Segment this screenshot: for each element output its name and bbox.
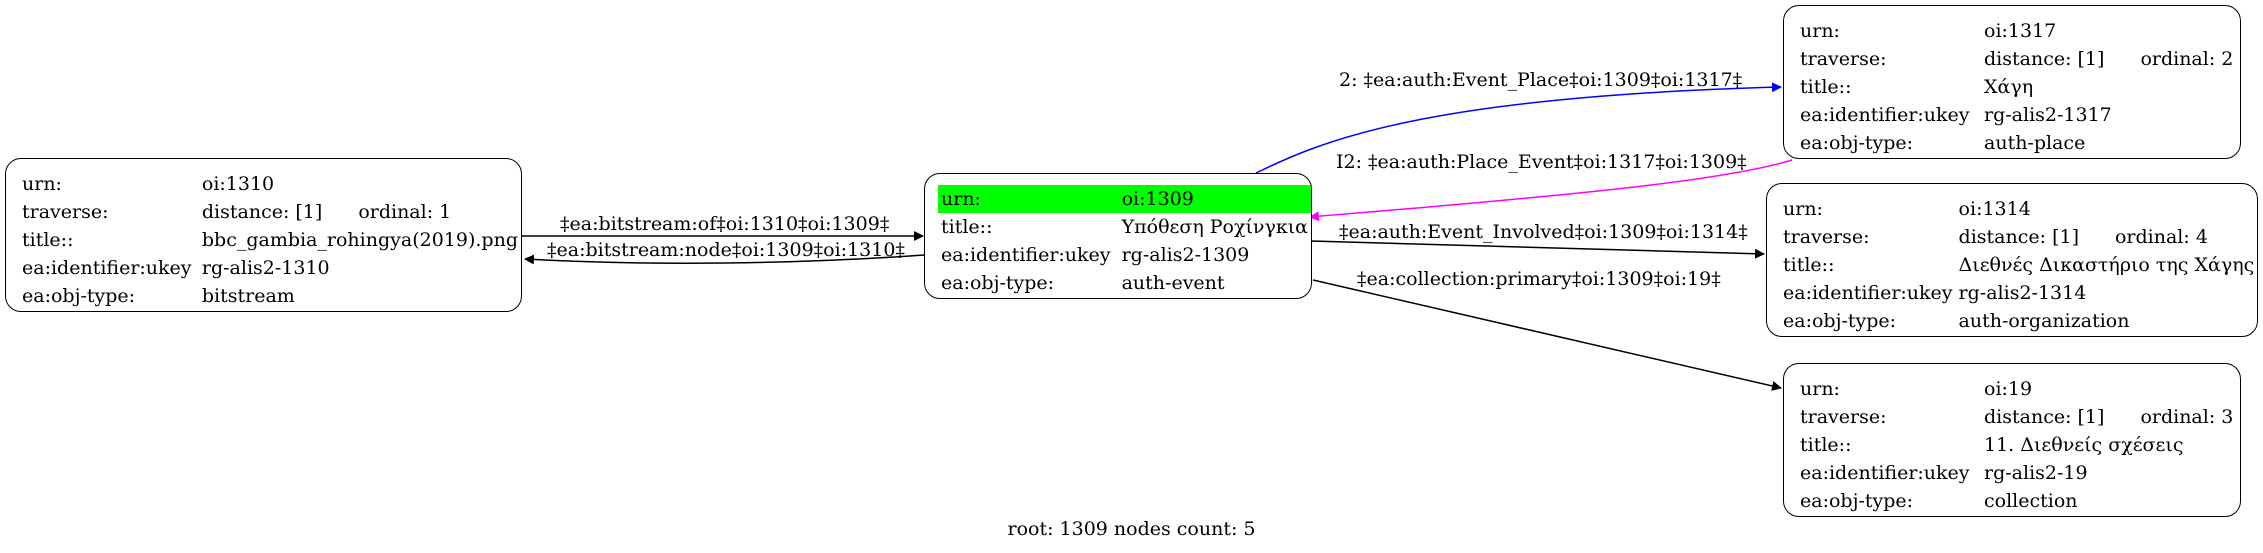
node-value: Χάγη: [1984, 76, 2034, 98]
node-oi-1317: urn: oi:1317 traverse: distance: [1] ordina…: [1783, 5, 2241, 159]
edge-place-event: [1309, 159, 1793, 222]
graph-footer: root: 1309 nodes count: 5: [1007, 518, 1256, 540]
traverse-ordinal: ordinal: 3: [2140, 406, 2234, 428]
node-value: Διεθνές Δικαστήριο της Χάγης: [1958, 254, 2255, 276]
node-value: rg-alis2-1309: [1121, 244, 1250, 266]
node-value: bbc_gambia_rohingya(2019).png: [201, 229, 518, 251]
traverse-distance: distance: [1]: [1984, 406, 2105, 428]
node-key: traverse:: [1783, 226, 1870, 248]
node-key: ea:obj-type:: [1783, 310, 1897, 332]
node-value: Υπόθεση Ροχίνγκια: [1121, 216, 1308, 238]
node-value: distance: [1] ordinal: 1: [199, 198, 521, 226]
node-value: distance: [1] ordinal: 2: [1981, 45, 2236, 73]
node-oi-1314: urn: oi:1314 traverse: distance: [1] ordina…: [1766, 183, 2258, 337]
edge-bitstream-node: [524, 254, 925, 265]
traverse-distance: distance: [1]: [201, 201, 323, 223]
traverse-distance: distance: [1]: [1984, 48, 2105, 70]
node-key: ea:obj-type:: [1800, 490, 1914, 512]
node-key: urn:: [1800, 378, 1840, 400]
node-key: urn:: [22, 173, 62, 195]
node-key: ea:obj-type:: [941, 272, 1055, 294]
node-value: distance: [1] ordinal: 4: [1956, 223, 2258, 251]
node-value: oi:1310: [201, 173, 275, 195]
node-value: rg-alis2-19: [1984, 462, 2088, 484]
node-key: title::: [1783, 254, 1835, 276]
node-key: urn:: [1800, 20, 1840, 42]
edge-event-place: [1255, 82, 1782, 174]
traverse-ordinal: ordinal: 2: [2140, 48, 2234, 70]
node-key: traverse:: [22, 201, 109, 223]
node-value: oi:19: [1984, 378, 2033, 400]
node-key: title::: [941, 216, 993, 238]
node-oi-1309-root: urn:oi:1309 title::Υπόθεση Ροχίνγκια ea:…: [924, 173, 1312, 299]
node-key: title::: [22, 229, 74, 251]
node-key: traverse:: [1800, 406, 1887, 428]
node-key: ea:identifier:ukey: [1800, 462, 1970, 484]
node-oi-19: urn: oi:19 traverse: distance: [1] ordinal:…: [1783, 363, 2241, 517]
node-value: oi:1314: [1958, 198, 2031, 220]
edge-label-bitstream-node: ‡ea:bitstream:node‡oi:1309‡oi:1310‡: [547, 239, 905, 261]
node-key: ea:identifier:ukey: [22, 257, 192, 279]
node-key: ea:identifier:ukey: [941, 244, 1111, 266]
node-key: ea:obj-type:: [22, 285, 136, 307]
node-value: auth-event: [1121, 272, 1225, 294]
edge-label-event-place: 2: ‡ea:auth:Event_Place‡oi:1309‡oi:1317‡: [1339, 69, 1742, 91]
traverse-distance: distance: [1]: [1958, 226, 2079, 248]
node-value: rg-alis2-1314: [1958, 282, 2087, 304]
edge-collection-primary: [1312, 279, 1782, 391]
edge-label-bitstream-of: ‡ea:bitstream:of‡oi:1310‡oi:1309‡: [560, 213, 889, 235]
node-key: urn:: [938, 185, 1119, 213]
node-value: auth-place: [1984, 132, 2086, 154]
node-value: distance: [1] ordinal: 3: [1981, 403, 2236, 431]
node-value: bitstream: [201, 285, 295, 307]
node-value: auth-organization: [1958, 310, 2130, 332]
edge-label-event-involved: ‡ea:auth:Event_Involved‡oi:1309‡oi:1314‡: [1339, 221, 1748, 243]
node-key: ea:identifier:ukey: [1800, 104, 1970, 126]
node-value: rg-alis2-1317: [1984, 104, 2112, 126]
node-key: title::: [1800, 434, 1852, 456]
node-value: rg-alis2-1310: [201, 257, 330, 279]
traverse-ordinal: ordinal: 1: [358, 201, 452, 223]
node-value: oi:1309: [1118, 185, 1311, 213]
node-key: traverse:: [1800, 48, 1887, 70]
node-key: title::: [1800, 76, 1852, 98]
node-value: 11. Διεθνείς σχέσεις: [1984, 434, 2184, 456]
edge-label-place-event: I2: ‡ea:auth:Place_Event‡oi:1317‡oi:1309…: [1336, 151, 1747, 173]
node-oi-1310: urn: oi:1310 traverse: distance: [1] ordina…: [5, 158, 522, 312]
node-key: urn:: [1783, 198, 1823, 220]
node-key: ea:obj-type:: [1800, 132, 1914, 154]
node-value: oi:1317: [1984, 20, 2057, 42]
edge-event-involved: [1310, 240, 1765, 259]
edge-label-collection-primary: ‡ea:collection:primary‡oi:1309‡oi:19‡: [1357, 268, 1721, 290]
traverse-ordinal: ordinal: 4: [2114, 226, 2208, 248]
node-value: collection: [1984, 490, 2078, 512]
node-key: ea:identifier:ukey: [1783, 282, 1953, 304]
